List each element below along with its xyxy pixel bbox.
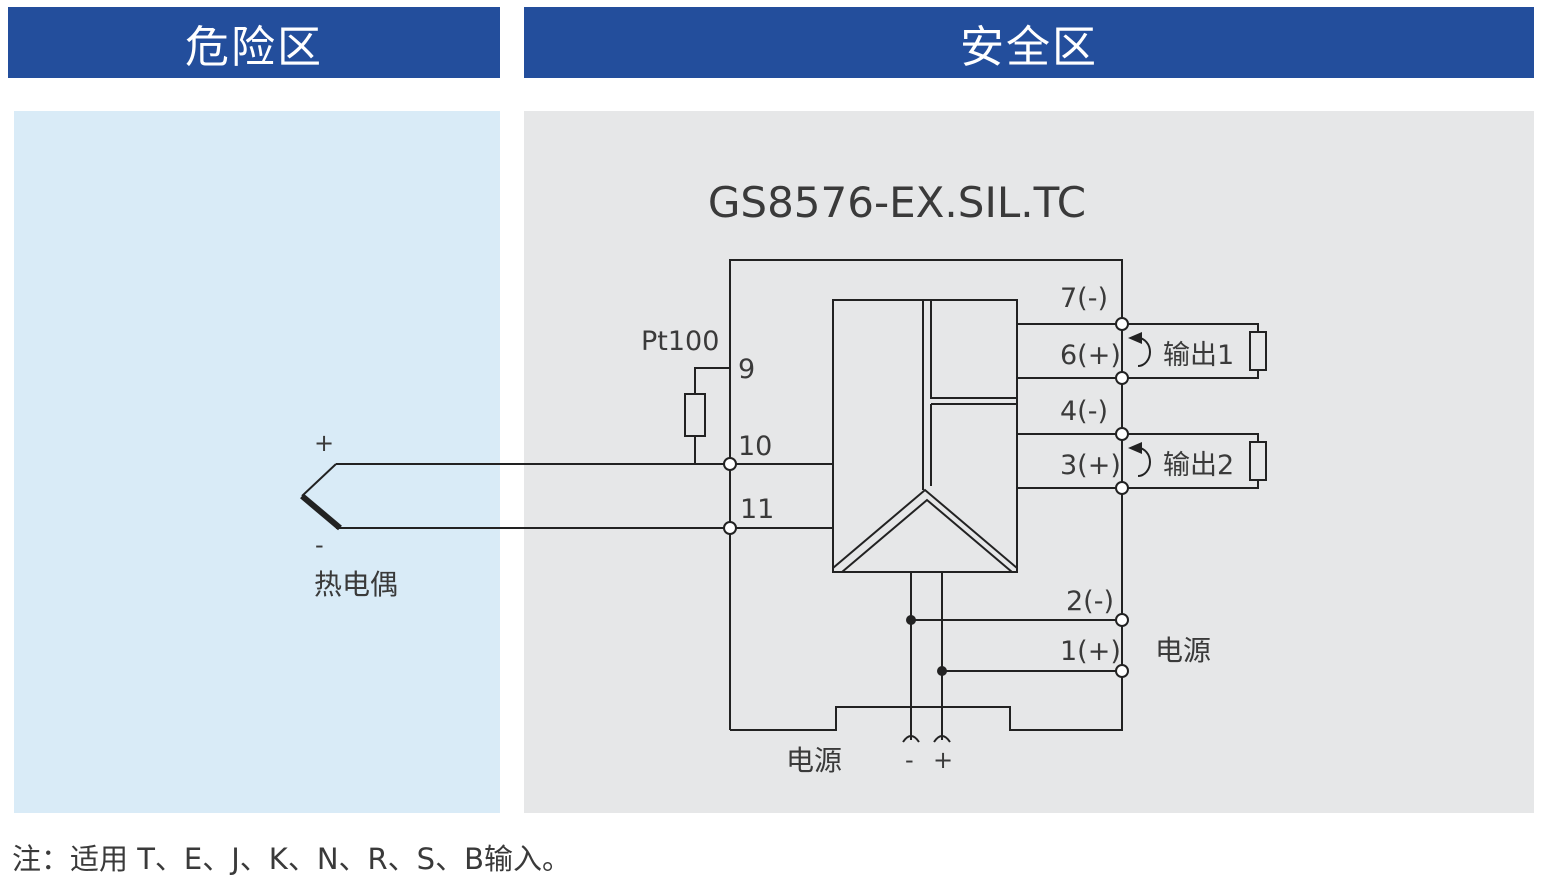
power-minus-label: -: [905, 746, 914, 774]
terminal-7-label: 7(-): [1060, 283, 1108, 314]
safe-zone-header: 安全区: [524, 7, 1534, 78]
terminal-3: [1115, 481, 1129, 495]
thermocouple-junction: [301, 463, 337, 497]
terminal-6-label: 6(+): [1060, 340, 1121, 371]
device-frame: [729, 259, 1123, 731]
output2-arrow-arc: [1137, 447, 1151, 477]
pt100-label: Pt100: [641, 326, 719, 357]
terminal-10: [723, 457, 737, 471]
isolator-chevron: [832, 488, 1018, 573]
terminal-2: [1115, 613, 1129, 627]
terminal-4-label: 4(-): [1060, 396, 1108, 427]
hazardous-zone-panel: [14, 111, 500, 813]
isolator-block: [832, 299, 1018, 573]
terminal-11-label: 11: [740, 494, 774, 525]
output2-label: 输出2: [1163, 450, 1234, 481]
output1-arrow-arc: [1137, 337, 1151, 367]
thermocouple-plus-label: +: [314, 429, 334, 457]
terminal-1: [1115, 664, 1129, 678]
power-plus-label: +: [933, 746, 953, 774]
output2-load-wire: [1122, 433, 1259, 489]
terminal-9-label: 9: [738, 354, 755, 385]
pt100-resistor: [684, 393, 706, 437]
safe-zone-panel: [524, 111, 1534, 813]
output1-arrow-icon: [1128, 332, 1142, 344]
output1-load: [1249, 331, 1267, 371]
thermocouple-minus-leg: [300, 493, 342, 531]
terminal-3-label: 3(+): [1060, 450, 1121, 481]
power-hooks: [902, 735, 951, 743]
safe-zone-title: 安全区: [960, 21, 1098, 73]
footnote: 注：适用 T、E、J、K、N、R、S、B输入。: [12, 842, 571, 876]
output-wires: [1017, 323, 1122, 489]
output2-arrow-icon: [1128, 442, 1142, 454]
thermocouple-label: 热电偶: [314, 568, 398, 601]
thermocouple-minus-label: -: [315, 531, 324, 559]
pt100-wire: [694, 367, 730, 464]
terminal-6: [1115, 371, 1129, 385]
hazardous-zone-header: 危险区: [8, 7, 500, 78]
terminal-10-label: 10: [738, 431, 772, 462]
terminal-2-label: 2(-): [1066, 586, 1114, 617]
output1-label: 输出1: [1163, 340, 1234, 371]
output2-load: [1249, 441, 1267, 481]
device-model: GS8576-EX.SIL.TC: [708, 178, 1086, 227]
terminal-7: [1115, 317, 1129, 331]
hazardous-zone-title: 危险区: [185, 21, 323, 73]
isolator-partition: [922, 300, 1017, 490]
power-bottom-label: 电源: [786, 744, 842, 777]
terminal-1-label: 1(+): [1060, 636, 1121, 667]
terminal-11: [723, 521, 737, 535]
power-junction-dot: [906, 615, 916, 625]
output1-load-wire: [1122, 323, 1259, 379]
power-side-label: 电源: [1155, 634, 1211, 667]
terminal-4: [1115, 427, 1129, 441]
power-junction-dot: [937, 666, 947, 676]
power-wires: [910, 572, 1122, 740]
